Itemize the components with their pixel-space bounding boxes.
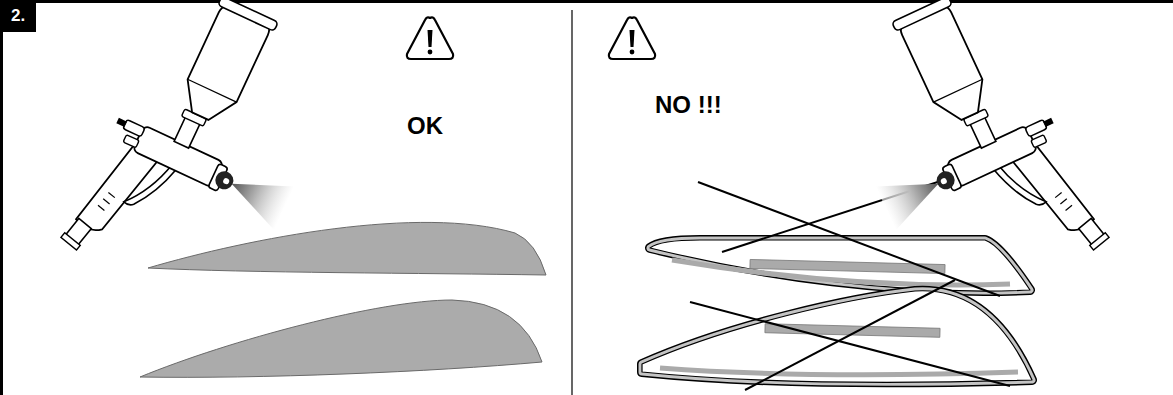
spray-gun [59, 0, 354, 322]
verdict-label: OK [407, 113, 443, 139]
painted-part [140, 222, 546, 377]
masked-part [642, 240, 1032, 382]
cross-out-lines [690, 178, 1010, 390]
step-number-box: 2. [0, 0, 36, 32]
warning-symbol [407, 17, 453, 59]
spray-gun [816, 0, 1111, 322]
verdict-label: NO !!! [655, 92, 722, 118]
step-number: 2. [11, 6, 36, 26]
warning-symbol [609, 17, 655, 59]
